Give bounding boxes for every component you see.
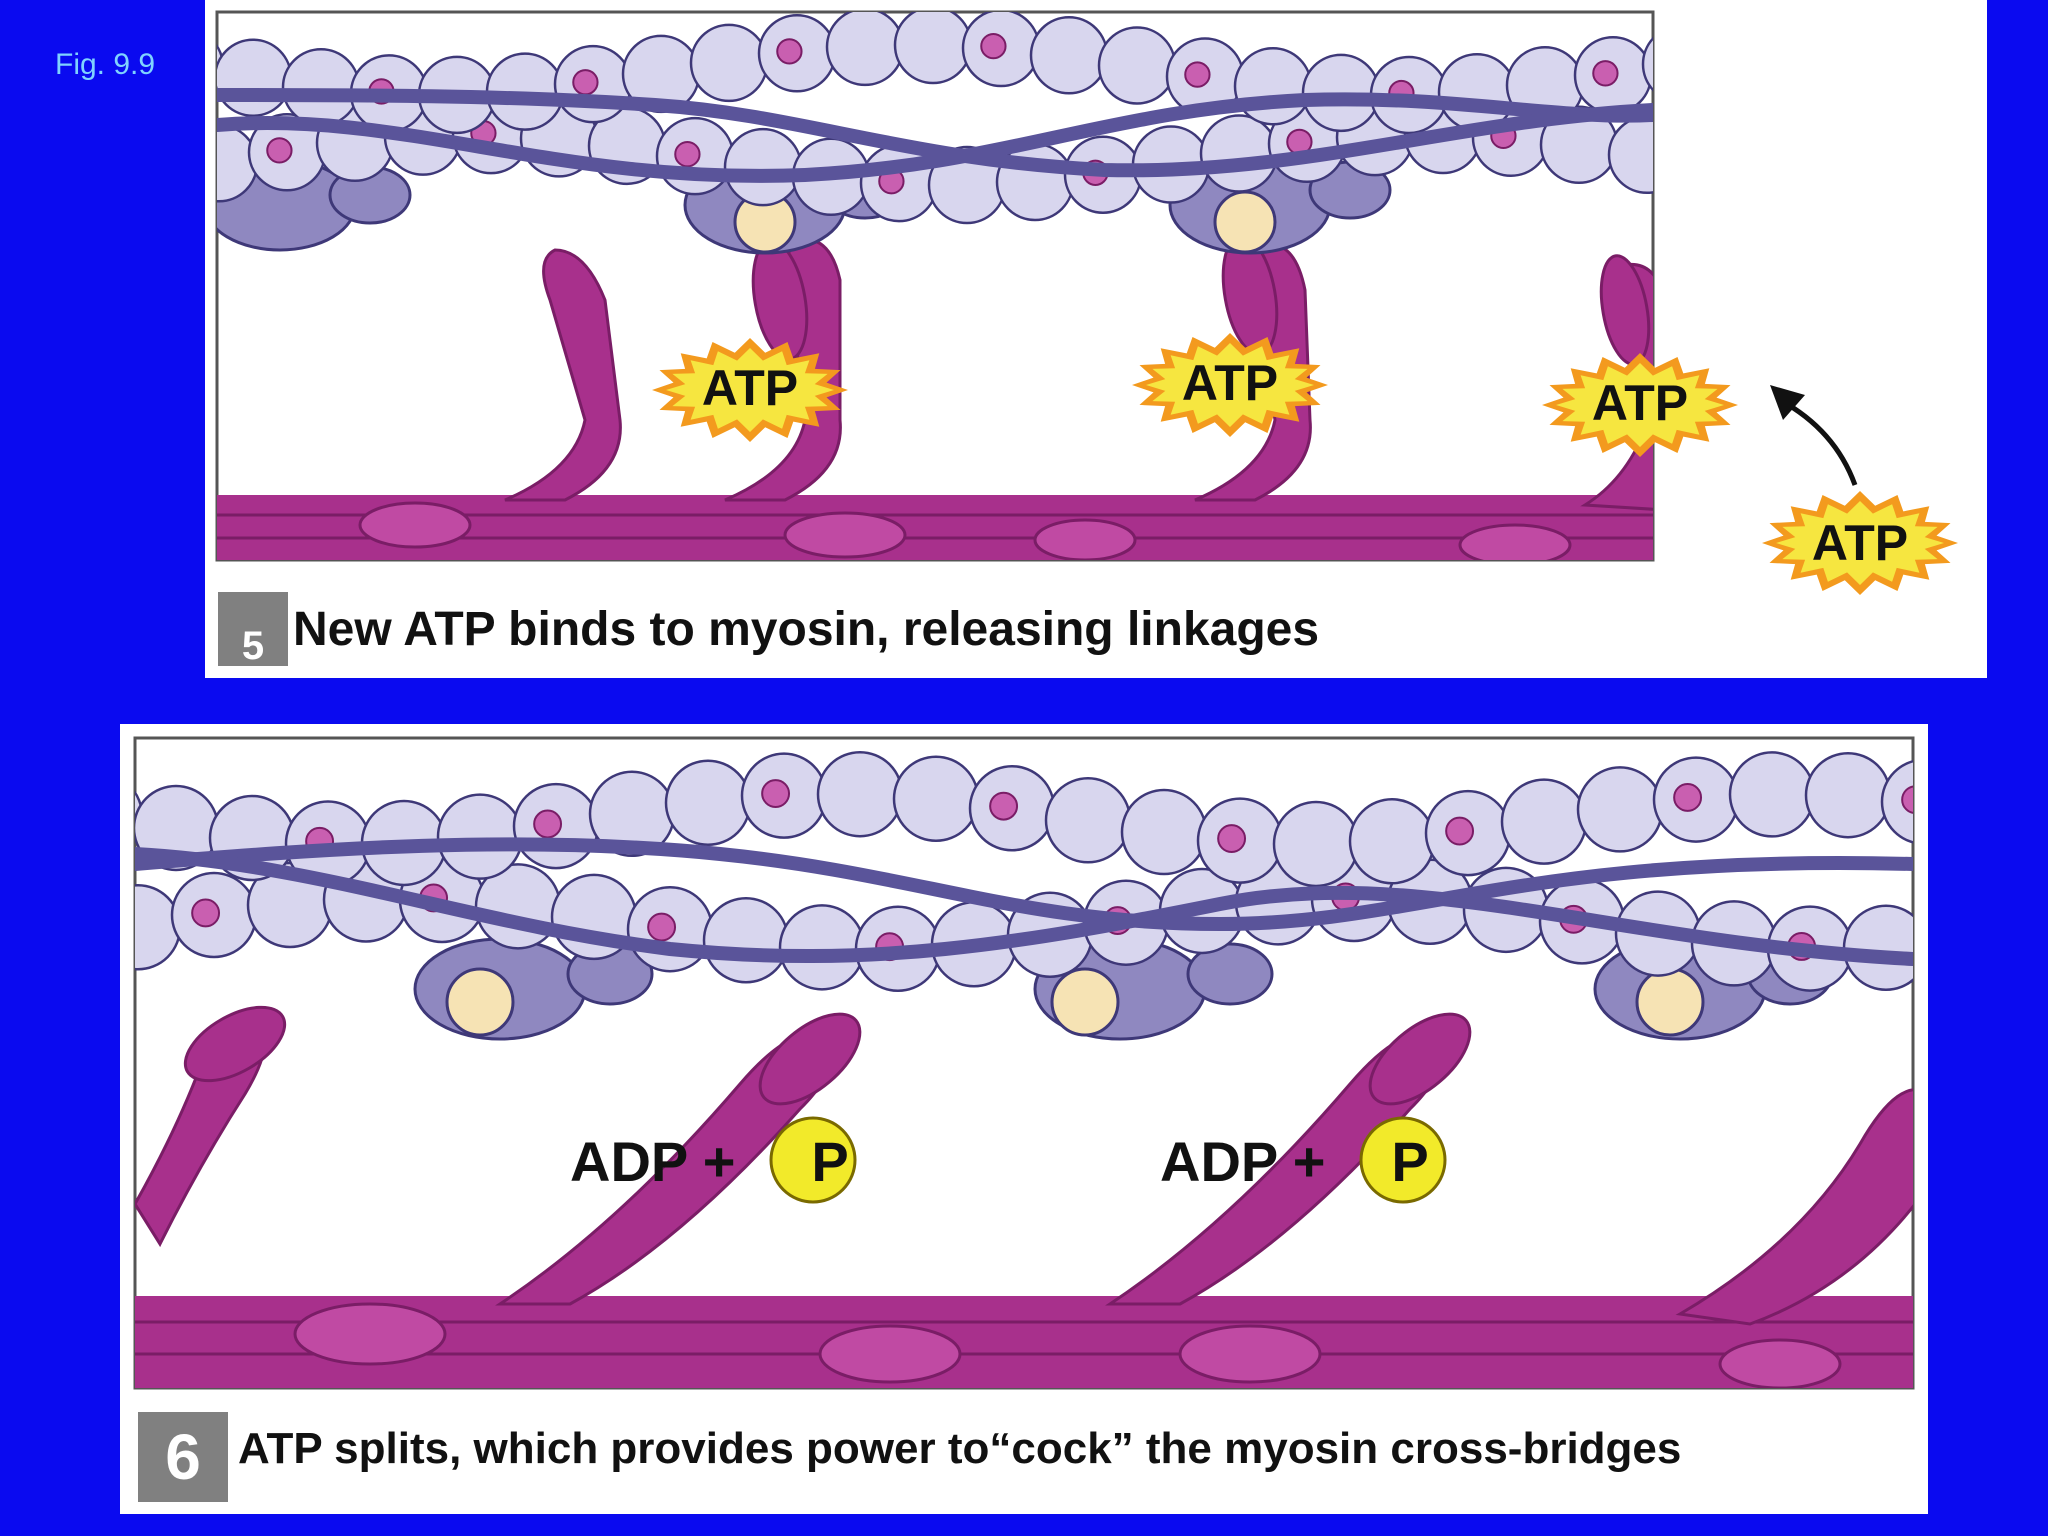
phosphate-label: P — [811, 1130, 848, 1193]
actin-binding-site — [776, 38, 803, 65]
actin-bead — [723, 127, 803, 207]
atp-burst-icon — [1762, 491, 1958, 595]
actin-bead — [816, 750, 904, 838]
adp-label: ADP + — [1160, 1130, 1325, 1193]
actin-bead — [664, 759, 752, 847]
actin-binding-site — [1592, 60, 1619, 87]
actin-binding-site — [572, 69, 599, 96]
panel-step-6: ADP + P ADP + P 6 ATP splits, which prov… — [120, 724, 1928, 1514]
actin-bead — [1677, 128, 1753, 204]
step-5-illustration: ATP ATP ATP ATP — [215, 10, 1958, 595]
actin-bead — [217, 38, 293, 117]
actin-bead — [1029, 16, 1109, 95]
actin-binding-site — [191, 898, 221, 928]
thick-filament — [217, 495, 1653, 560]
actin-bead — [1728, 751, 1816, 838]
actin-bead — [1804, 751, 1892, 839]
actin-bead — [1880, 759, 1913, 844]
actin-binding-site — [1184, 61, 1211, 88]
calcium-sites — [733, 190, 1277, 254]
burst-inner — [1556, 363, 1724, 447]
phosphate-icon — [769, 1116, 857, 1204]
burst-inner — [1776, 501, 1944, 585]
actin-binding-site — [1695, 152, 1719, 176]
actin-bead — [281, 47, 361, 127]
arrow-icon — [1770, 385, 1858, 486]
actin-bead — [1233, 46, 1313, 126]
actin-bead — [1272, 800, 1360, 888]
actin-bead — [1199, 114, 1279, 193]
step-number-badge: 5 — [218, 592, 288, 666]
actin-bead — [1920, 899, 1928, 983]
panel-step-5: ATP ATP ATP ATP 5 New ATP binds to myosi… — [205, 0, 1987, 678]
actin-bead — [1097, 26, 1177, 105]
actin-binding-site — [1673, 783, 1703, 812]
phosphate-label: P — [1391, 1130, 1428, 1193]
actin-bead — [1641, 36, 1653, 92]
actin-bead — [1607, 115, 1653, 195]
actin-binding-site — [980, 32, 1007, 60]
step-number-badge: 6 — [138, 1412, 228, 1502]
actin-binding-site — [1901, 785, 1913, 814]
actin-bead — [436, 793, 524, 880]
actin-bead — [893, 12, 973, 85]
actin-binding-site — [647, 912, 677, 942]
actin-binding-site — [1217, 824, 1247, 853]
actin-bead — [1576, 766, 1664, 853]
actin-bead — [689, 23, 769, 103]
burst-inner — [1146, 343, 1314, 427]
atp-burst-icon — [1132, 333, 1328, 437]
phosphate-icon — [1359, 1116, 1447, 1204]
actin-binding-site — [674, 141, 701, 168]
atp-label: ATP — [1592, 375, 1688, 431]
step-6-illustration: ADP + P ADP + P — [133, 736, 1928, 1390]
actin-bead — [1842, 904, 1913, 992]
actin-bead — [1348, 798, 1436, 885]
adp-label: ADP + — [570, 1130, 735, 1193]
actin-bead — [1120, 788, 1208, 876]
burst-inner — [666, 348, 834, 432]
actin-binding-site — [1445, 816, 1475, 846]
actin-bead — [702, 896, 790, 984]
myosin-cross-bridges — [135, 1005, 1913, 1326]
atp-label: ATP — [702, 360, 798, 416]
tropomyosin — [217, 88, 1653, 183]
step-caption: New ATP binds to myosin, releasing linka… — [293, 603, 1320, 656]
atp-burst-icon — [652, 338, 848, 442]
atp-label: ATP — [1182, 355, 1278, 411]
tropomyosin — [135, 837, 1913, 966]
actin-bead — [892, 755, 980, 843]
actin-binding-site — [266, 137, 293, 164]
free-atp-label: ATP — [1812, 515, 1908, 571]
actin-bead — [778, 904, 866, 991]
actin-binding-site — [533, 809, 563, 839]
actin-bead — [1500, 778, 1588, 865]
thick-filament — [135, 1296, 1913, 1388]
actin-bead — [825, 12, 905, 87]
actin-bead — [1044, 777, 1132, 864]
figure-label: Fig. 9.9 — [55, 48, 156, 81]
calcium-sites — [445, 967, 1705, 1037]
atp-burst-icon — [1542, 353, 1738, 457]
myosin-cross-bridges — [504, 234, 1653, 511]
actin-binding-site — [761, 779, 791, 809]
step-caption: ATP splits, which provides power to“cock… — [238, 1424, 1682, 1473]
actin-binding-site — [989, 791, 1019, 821]
